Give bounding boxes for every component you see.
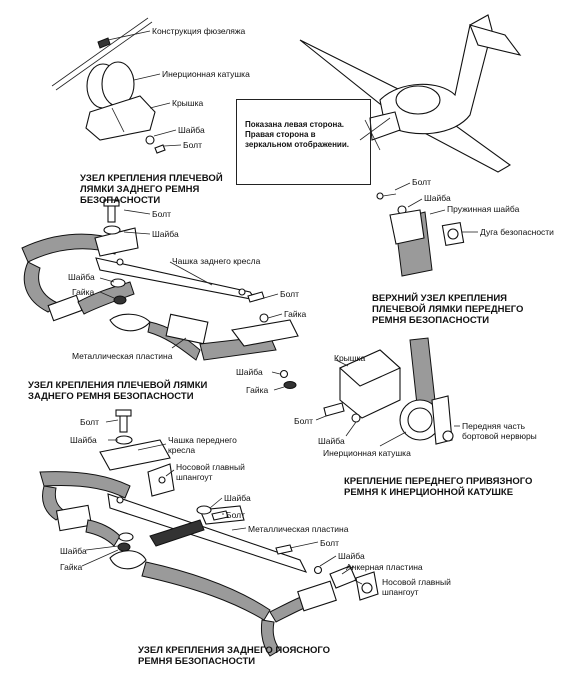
label-washer-8: Шайба (224, 493, 251, 503)
title-front-shoulder-upper: ВЕРХНИЙ УЗЕЛ КРЕПЛЕНИЯ ПЛЕЧЕВОЙ ЛЯМКИ ПЕ… (372, 293, 524, 326)
label-cover-1: Крышка (172, 98, 204, 108)
label-spring-washer: Пружинная шайба (447, 204, 520, 214)
aircraft-drawing (299, 14, 522, 173)
label-inertia-reel-1: Инерционная катушка (162, 69, 250, 79)
rear-shoulder-harness-assembly (21, 199, 299, 391)
title-front-inertia: КРЕПЛЕНИЕ ПЕРЕДНЕГО ПРИВЯЗНОГО РЕМНЯ К И… (344, 476, 533, 498)
label-cover-2: Крышка (334, 353, 366, 363)
label-rear-seat-cup: Чашка заднего кресла (172, 256, 261, 266)
front-upper-anchor-assembly (376, 182, 478, 277)
label-nut-1: Гайка (72, 287, 95, 297)
front-reel-assembly (315, 337, 460, 447)
label-nut-4: Гайка (60, 562, 83, 572)
title-rear-shoulder-2: УЗЕЛ КРЕПЛЕНИЯ ПЛЕЧЕВОЙ ЛЯМКИ ЗАДНЕГО РЕ… (28, 380, 208, 402)
label-front-rib: Передняя часть бортовой нервюры (462, 421, 537, 441)
label-bolt-2: Болт (412, 177, 431, 187)
label-washer-3: Шайба (152, 229, 179, 239)
label-anchor-plate: Анкерная пластина (346, 562, 423, 572)
label-bolt-4: Болт (280, 289, 299, 299)
label-metal-plate-1: Металлическая пластина (72, 351, 173, 361)
label-washer-10: Шайба (60, 546, 87, 556)
label-washer-2: Шайба (424, 193, 451, 203)
title-rear-shoulder-1: УЗЕЛ КРЕПЛЕНИЯ ПЛЕЧЕВОЙ ЛЯМКИ ЗАДНЕГО РЕ… (80, 173, 223, 206)
label-washer-5: Шайба (236, 367, 263, 377)
label-safety-arc: Дуга безопасности (480, 227, 554, 237)
label-bolt-5: Болт (294, 416, 313, 426)
label-inertia-reel-2: Инерционная катушка (323, 448, 411, 458)
label-nut-2: Гайка (284, 309, 307, 319)
label-bolt-7: Болт (226, 510, 245, 520)
label-front-seat-cup: Чашка переднего кресла (168, 435, 237, 455)
label-washer-6: Шайба (318, 436, 345, 446)
title-rear-lap: УЗЕЛ КРЕПЛЕНИЯ ЗАДНЕГО ПОЯСНОГО РЕМНЯ БЕ… (138, 645, 331, 667)
label-washer-9: Шайба (338, 551, 365, 561)
label-bolt-1: Болт (183, 140, 202, 150)
label-washer-4: Шайба (68, 272, 95, 282)
label-fuselage-structure: Конструкция фюзеляжа (152, 26, 246, 36)
label-nose-main-frame-1: Носовой главный шпангоут (176, 462, 245, 482)
label-nut-3: Гайка (246, 385, 269, 395)
label-washer-1: Шайба (178, 125, 205, 135)
fuselage-reel-assembly (51, 17, 182, 154)
label-bolt-6: Болт (80, 417, 99, 427)
label-bolt-3: Болт (152, 209, 171, 219)
label-nose-main-frame-2: Носовой главный шпангоут (382, 577, 451, 597)
label-bolt-8: Болт (320, 538, 339, 548)
label-metal-plate-2: Металлическая пластина (248, 524, 349, 534)
label-washer-7: Шайба (70, 435, 97, 445)
mirror-note: Показана левая сторона. Правая сторона в… (236, 99, 371, 185)
rear-lap-belt-assembly (39, 409, 379, 657)
